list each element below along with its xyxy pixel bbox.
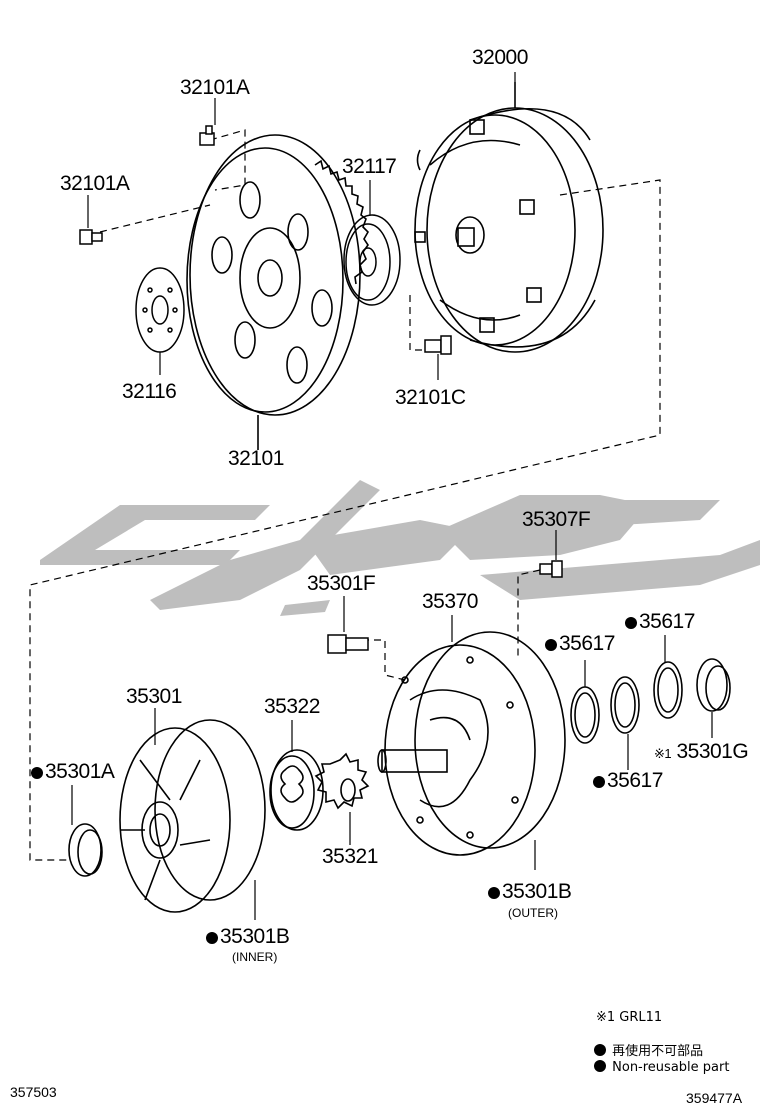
legend-text: 再使用不可部品	[612, 1044, 704, 1059]
part-label-32101A-left: 32101A	[60, 172, 130, 195]
watermark-logo	[40, 480, 760, 616]
part-label-32101A-top: 32101A	[180, 76, 250, 99]
non-reusable-dot-icon	[488, 887, 500, 899]
part-label-32101: 32101	[228, 447, 284, 470]
bolt-35301F	[327, 596, 369, 654]
figure-id-left: 357503	[10, 1084, 57, 1100]
part-label-32101C: 32101C	[395, 386, 466, 409]
bolt-32101A-left	[79, 195, 103, 245]
part-label-35301A: 35301A	[31, 760, 115, 784]
part-label-35322: 35322	[264, 695, 320, 718]
legend-non-reusable-en: Non-reusable part	[594, 1060, 729, 1075]
part-label-35301: 35301	[126, 685, 182, 708]
part-number: 35617	[559, 632, 615, 655]
part-label-35617-top-left: 35617	[545, 632, 615, 656]
pump-body-35370	[377, 615, 566, 870]
part-label-35617-top-right: 35617	[625, 610, 695, 634]
non-reusable-dot-icon	[593, 776, 605, 788]
pump-cover-35301	[119, 708, 266, 920]
part-label-35370: 35370	[422, 590, 478, 613]
seal-rings-35617	[570, 635, 683, 770]
bolt-32101A-top	[199, 98, 216, 146]
part-label-35301F: 35301F	[307, 572, 376, 595]
ref-mark: ※1	[654, 746, 672, 761]
note-inner: (INNER)	[232, 950, 278, 964]
legend-non-reusable-jp: 再使用不可部品	[594, 1040, 703, 1059]
part-number: 35301B	[220, 925, 290, 948]
legend-text: Non-reusable part	[612, 1060, 730, 1075]
non-reusable-dot-icon	[625, 617, 637, 629]
torque-converter-32000	[414, 82, 604, 353]
note-outer: (OUTER)	[508, 906, 558, 920]
drive-plate-32101	[186, 134, 369, 450]
part-number: 35617	[639, 610, 695, 633]
bolt-35307F	[539, 530, 563, 578]
spacer-32116	[135, 267, 185, 375]
drive-gear-35321	[314, 752, 370, 845]
figure-id-right: 359477A	[686, 1090, 743, 1106]
part-label-35307F: 35307F	[522, 508, 591, 531]
driven-gear-35322	[269, 720, 324, 831]
part-number: 35301A	[45, 760, 115, 783]
non-reusable-dot-icon	[31, 767, 43, 779]
non-reusable-dot-icon	[594, 1060, 606, 1072]
oil-seal-35301G	[696, 658, 731, 738]
legend-ref-note: ※1 GRL11	[596, 1010, 663, 1025]
oil-seal-35301A	[68, 785, 103, 877]
part-label-35301B-outer: 35301B	[488, 880, 572, 904]
part-number: 35301B	[502, 880, 572, 903]
part-label-32000: 32000	[472, 46, 528, 69]
plate-32117	[343, 180, 401, 306]
part-label-35617-bottom: 35617	[593, 769, 663, 793]
non-reusable-dot-icon	[206, 932, 218, 944]
bolt-32101C	[424, 335, 452, 380]
part-label-32117: 32117	[342, 155, 397, 178]
part-label-35321: 35321	[322, 845, 378, 868]
part-label-35301B-inner: 35301B	[206, 925, 290, 949]
part-number: 35301G	[676, 740, 749, 763]
non-reusable-dot-icon	[545, 639, 557, 651]
part-label-35301G: ※1 35301G	[654, 740, 749, 764]
part-number: 35617	[607, 769, 663, 792]
non-reusable-dot-icon	[594, 1044, 606, 1056]
part-label-32116: 32116	[122, 380, 177, 403]
